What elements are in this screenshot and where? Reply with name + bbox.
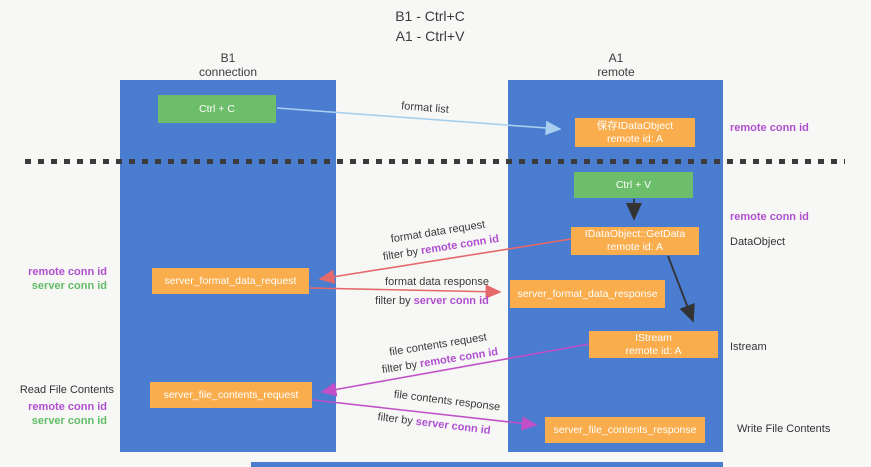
server-conn-id-text: server conn id xyxy=(413,295,489,307)
filter-by-text: filter by xyxy=(382,245,423,264)
lifeline-b1-title: B1 xyxy=(220,51,236,65)
bottom-cutoff-bar xyxy=(251,462,723,467)
node-server-format-data-response-label: server_format_data_response xyxy=(517,287,658,300)
label-filter-by-server-2: filter by server conn id xyxy=(377,411,491,437)
annotation-remote-conn-id-top: remote conn id xyxy=(730,122,809,134)
annotation-write-file-contents: Write File Contents xyxy=(737,423,831,435)
annotation-server-conn-id-bottom: server conn id xyxy=(31,415,107,427)
node-ctrl-c: Ctrl + C xyxy=(158,95,276,123)
lifeline-a1-subtitle: remote xyxy=(597,65,635,79)
node-istream-line2: remote id: A xyxy=(625,344,682,357)
node-idataobject-getdata-line1: IDataObject::GetData xyxy=(584,228,686,240)
node-istream-line1: IStream xyxy=(635,331,672,344)
filter-by-text: filter by xyxy=(381,358,422,377)
lifeline-header-b1: B1 connection xyxy=(148,51,308,79)
diagram-title: B1 - Ctrl+C A1 - Ctrl+V xyxy=(280,6,580,46)
filter-by-text: filter by xyxy=(375,295,414,307)
annotation-read-file-contents: Read File Contents xyxy=(19,384,114,396)
node-server-format-data-request: server_format_data_request xyxy=(152,268,309,294)
title-line-1: B1 - Ctrl+C xyxy=(395,8,465,24)
filter-by-text: filter by xyxy=(376,411,417,428)
annotation-dataobject: DataObject xyxy=(730,236,786,248)
node-save-idataobject-line2: remote id: A xyxy=(606,132,664,145)
node-save-idataobject: 保存IDataObject remote id: A xyxy=(575,118,695,147)
node-ctrl-c-label: Ctrl + C xyxy=(199,102,235,115)
node-idataobject-getdata-line2: remote id: A xyxy=(606,241,664,253)
label-filter-by-server-1: filter by server conn id xyxy=(375,295,489,307)
label-format-data-response: format data response xyxy=(385,276,489,288)
node-istream: IStream remote id: A xyxy=(589,331,718,358)
annotation-remote-conn-id-mid: remote conn id xyxy=(730,211,809,223)
annotation-istream: Istream xyxy=(730,341,767,353)
node-server-file-contents-request-label: server_file_contents_request xyxy=(163,388,299,401)
node-save-idataobject-line1: 保存IDataObject xyxy=(596,119,674,132)
session-separator-dashed-line xyxy=(25,159,845,164)
node-ctrl-v: Ctrl + V xyxy=(574,172,693,198)
node-idataobject-getdata: IDataObject::GetData remote id: A xyxy=(571,227,699,255)
lifeline-a1-title: A1 xyxy=(608,51,624,65)
label-format-list: format list xyxy=(400,100,450,116)
annotation-remote-conn-id-left: remote conn id xyxy=(28,266,107,278)
node-server-format-data-response: server_format_data_response xyxy=(510,280,665,308)
annotation-server-conn-id-left: server conn id xyxy=(31,280,107,292)
node-server-file-contents-response: server_file_contents_response xyxy=(545,417,705,443)
node-ctrl-v-label: Ctrl + V xyxy=(615,178,652,191)
title-line-2: A1 - Ctrl+V xyxy=(395,28,465,44)
label-file-contents-response: file contents response xyxy=(393,388,501,414)
lifeline-header-a1: A1 remote xyxy=(536,51,696,79)
node-server-file-contents-request: server_file_contents_request xyxy=(150,382,312,408)
format-data-response-arrow xyxy=(309,284,502,299)
server-conn-id-text: server conn id xyxy=(415,415,492,437)
node-server-file-contents-response-label: server_file_contents_response xyxy=(553,423,697,436)
lifeline-b1-subtitle: connection xyxy=(198,65,258,79)
node-server-format-data-request-label: server_format_data_request xyxy=(164,274,297,287)
annotation-remote-conn-id-bottom: remote conn id xyxy=(28,401,107,413)
